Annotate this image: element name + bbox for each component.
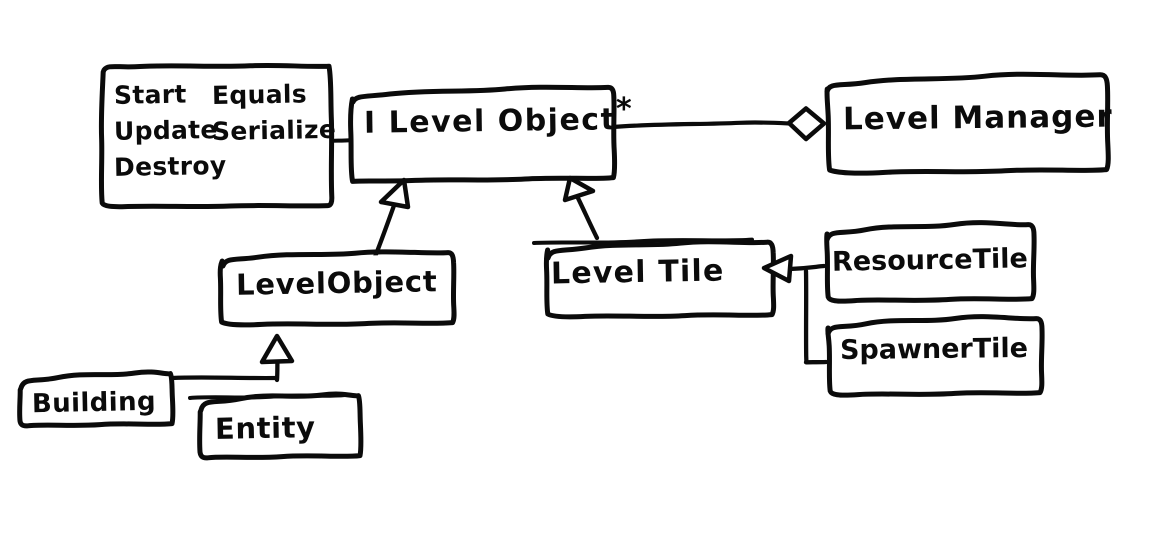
class-label-ilevelobject: I Level Object xyxy=(363,102,617,141)
inheritance-triangle-levelobject-icon xyxy=(378,177,411,210)
class-label-resourcetile: ResourceTile xyxy=(831,243,1029,278)
markers xyxy=(259,106,827,365)
methods-list: Start Equals Update Serialize Destroy xyxy=(113,79,337,200)
methods-box xyxy=(98,62,335,210)
inheritance-triangle-leveltile-icon xyxy=(562,175,596,203)
multiplicity-label: * xyxy=(616,92,633,127)
spawnertile-box xyxy=(825,314,1045,398)
building-box xyxy=(17,369,176,429)
class-label-spawnertile: SpawnerTile xyxy=(839,333,1029,366)
method-serialize: Serialize xyxy=(211,114,337,147)
entity-box xyxy=(188,391,364,461)
class-label-leveltile: Level Tile xyxy=(550,253,725,292)
inheritance-triangle-tiles-icon xyxy=(761,253,794,284)
levelobject-box xyxy=(217,249,457,328)
link-building-bus xyxy=(169,375,280,381)
inheritance-triangle-entity-icon xyxy=(259,333,295,365)
aggregation-diamond-icon xyxy=(786,106,827,142)
method-destroy: Destroy xyxy=(113,150,227,182)
resourcetile-box xyxy=(824,220,1037,304)
link-ilevelobject-to-levelmanager xyxy=(610,120,792,130)
class-label-building: Building xyxy=(31,386,157,420)
ilevelobject-box xyxy=(348,84,618,184)
method-update: Update xyxy=(113,115,218,146)
levelmanager-box xyxy=(824,71,1111,176)
method-empty xyxy=(212,151,329,153)
method-equals: Equals xyxy=(211,79,308,111)
method-start: Start xyxy=(113,79,187,110)
class-label-levelobject: LevelObject xyxy=(235,264,438,302)
link-leveltile-to-ilevelobject xyxy=(573,191,600,241)
link-resourcetile-to-bus xyxy=(787,263,827,272)
class-label-levelmanager: Level Manager xyxy=(842,98,1113,138)
leveltile-box xyxy=(532,237,777,320)
class-label-entity: Entity xyxy=(214,410,316,446)
